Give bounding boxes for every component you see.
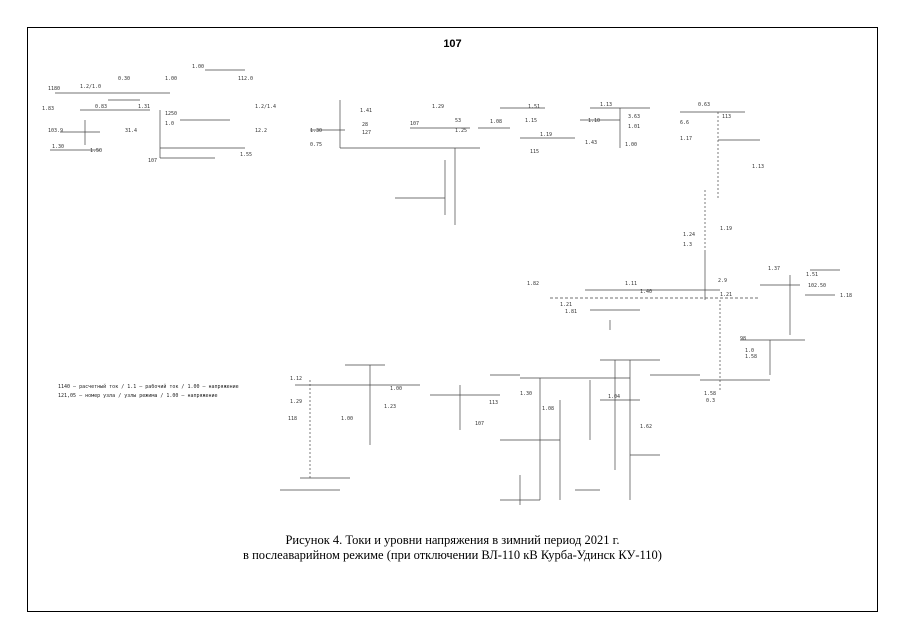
node-label: 1.00 xyxy=(192,64,204,70)
node-label: 127 xyxy=(362,130,371,136)
legend-line: 121,05 — номер узла / узлы режима / 1.00… xyxy=(58,393,218,399)
figure-caption-line-2: в послеаварийном режиме (при отключении … xyxy=(243,548,662,562)
node-label: 1180 xyxy=(48,86,60,92)
node-label: 1.51 xyxy=(528,104,540,110)
node-label: 1.21 xyxy=(560,302,572,308)
node-label: 1.83 xyxy=(42,106,54,112)
node-label: 1.21 xyxy=(720,292,732,298)
node-label: 1.0 xyxy=(745,348,754,354)
node-label: 1.43 xyxy=(585,140,597,146)
node-label: 1.08 xyxy=(490,119,502,125)
node-label: 1.51 xyxy=(806,272,818,278)
node-label: 1250 xyxy=(165,111,177,117)
node-label: 0.30 xyxy=(118,76,130,82)
diagram-legend: 1140 — расчетный ток / 1.1 — рабочий ток… xyxy=(58,383,239,401)
node-label: 28 xyxy=(362,122,368,128)
node-label: 1.00 xyxy=(625,142,637,148)
node-label: 107 xyxy=(475,421,484,427)
node-label: 1.62 xyxy=(640,424,652,430)
node-label: 1.82 xyxy=(527,281,539,287)
node-label: 1.19 xyxy=(720,226,732,232)
node-label: 1.40 xyxy=(640,289,652,295)
node-label: 1.24 xyxy=(683,232,695,238)
node-label: 1.00 xyxy=(341,416,353,422)
node-label: 0.83 xyxy=(95,104,107,110)
node-label: 1.50 xyxy=(90,148,102,154)
node-label: 1.12 xyxy=(290,376,302,382)
node-label: 3.63 xyxy=(628,114,640,120)
node-label: 1.2/1.0 xyxy=(80,84,101,90)
node-label: 107 xyxy=(410,121,419,127)
node-label: 1.30 xyxy=(310,128,322,134)
node-label: 113 xyxy=(722,114,731,120)
page-number: 107 xyxy=(443,38,462,50)
node-label: 102.50 xyxy=(808,283,826,289)
node-label: 103.9 xyxy=(48,128,63,134)
node-label: 0.63 xyxy=(698,102,710,108)
page-frame xyxy=(27,27,878,612)
node-label: 1.15 xyxy=(525,118,537,124)
node-label: 115 xyxy=(530,149,539,155)
node-label: 53 xyxy=(455,118,461,124)
node-label: 118 xyxy=(288,416,297,422)
node-label: 1.17 xyxy=(680,136,692,142)
node-label: 112.0 xyxy=(238,76,253,82)
node-label: 1.08 xyxy=(542,406,554,412)
legend-line: 1140 — расчетный ток / 1.1 — рабочий ток… xyxy=(58,384,239,390)
node-label: 1.30 xyxy=(52,144,64,150)
node-label: 1.0 xyxy=(165,121,174,127)
node-label: 1.30 xyxy=(520,391,532,397)
node-label: 1.41 xyxy=(360,108,372,114)
diagram-lines xyxy=(50,69,840,505)
node-label: 1.2/1.4 xyxy=(255,104,276,110)
node-label: 1.55 xyxy=(240,152,252,158)
node-label: 1.58 xyxy=(704,391,716,397)
node-label: 1.11 xyxy=(625,281,637,287)
node-label: 107 xyxy=(148,158,157,164)
node-label: 1.23 xyxy=(384,404,396,410)
node-label: 1.00 xyxy=(165,76,177,82)
node-label: 1.13 xyxy=(600,102,612,108)
node-label: 2.9 xyxy=(718,278,727,284)
node-label: 98 xyxy=(740,336,746,342)
node-label: 1.37 xyxy=(768,266,780,272)
node-label: 31.4 xyxy=(125,128,137,134)
node-label: 1.29 xyxy=(290,399,302,405)
node-label: 1.01 xyxy=(628,124,640,130)
node-label: 1.04 xyxy=(608,394,620,400)
node-label: 1.3 xyxy=(683,242,692,248)
node-label: 1.10 xyxy=(588,118,600,124)
figure-caption-line-1: Рисунок 4. Токи и уровни напряжения в зи… xyxy=(285,533,620,547)
node-label: 1.29 xyxy=(432,104,444,110)
node-label: 0.3 xyxy=(706,398,715,404)
node-label: 1.25 xyxy=(455,128,467,134)
node-label: 12.2 xyxy=(255,128,267,134)
node-label: 1.00 xyxy=(390,386,402,392)
node-label: 1.13 xyxy=(752,164,764,170)
node-label: 1.18 xyxy=(840,293,852,299)
node-label: 0.75 xyxy=(310,142,322,148)
node-label: 1.19 xyxy=(540,132,552,138)
node-label: 113 xyxy=(489,400,498,406)
node-label: 6.6 xyxy=(680,120,689,126)
diagram-labels: 1180 1.2/1.0 0.30 1.00 112.0 1.83 0.83 1… xyxy=(42,64,852,430)
node-label: 1.58 xyxy=(745,354,757,360)
node-label: 1.81 xyxy=(565,309,577,315)
node-label: 1.31 xyxy=(138,104,150,110)
